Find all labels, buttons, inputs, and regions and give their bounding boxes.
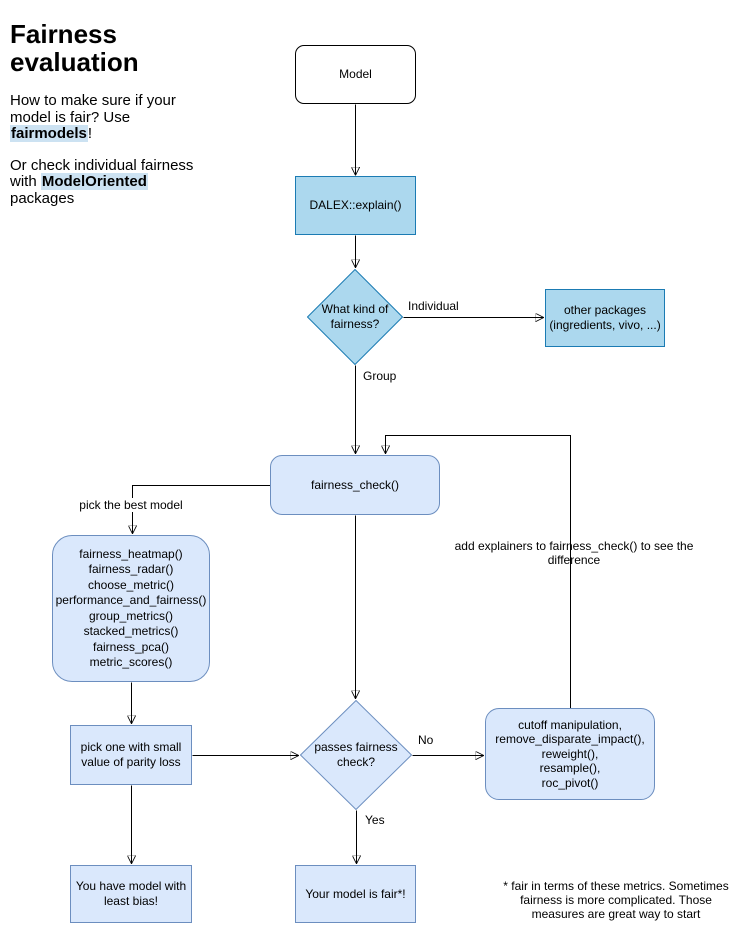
- diamond-shape: [300, 700, 412, 810]
- page-title: Fairness evaluation: [10, 19, 139, 77]
- node-model-is-fair: Your model is fair*!: [295, 865, 416, 923]
- node-dalex-explain: DALEX::explain(): [295, 176, 416, 235]
- diamond-label: passes fairness check?: [314, 740, 398, 769]
- node-passes-fairness-check: passes fairness check?: [300, 700, 412, 810]
- diamond-shape: [307, 269, 403, 365]
- edge-label-no: No: [417, 733, 435, 747]
- fairmodels-highlight: fairmodels: [10, 125, 88, 142]
- intro-block: Fairness evaluation How to make sure if …: [10, 20, 215, 222]
- edge-cutoff-feedback-to-fcheck: [386, 435, 571, 708]
- edge-label-individual: Individual: [407, 299, 460, 313]
- node-mitigation-techniques: cutoff manipulation, remove_disparate_im…: [485, 708, 655, 800]
- diamond-label: What kind of fairness?: [321, 302, 389, 331]
- edge-label-add-explainers: add explainers to fairness_check() to se…: [454, 539, 694, 567]
- edge-label-pick-best-model: pick the best model: [72, 498, 190, 512]
- edge-label-yes: Yes: [364, 813, 386, 827]
- modeloriented-highlight: ModelOriented: [40, 173, 148, 190]
- intro-paragraph-modeloriented: Or check individual fairness with ModelO…: [10, 156, 215, 208]
- edge-fcheck-to-functions: [133, 485, 270, 534]
- node-fairness-check: fairness_check(): [270, 455, 440, 515]
- node-what-kind-of-fairness: What kind of fairness?: [307, 269, 403, 365]
- intro-text: Or check individual fairness with: [10, 156, 194, 190]
- edge-label-group: Group: [362, 369, 398, 383]
- node-pick-one-parity-loss: pick one with small value of parity loss: [70, 725, 192, 785]
- intro-text: !: [87, 125, 93, 142]
- intro-paragraph-fairmodels: How to make sure if your model is fair? …: [10, 92, 215, 143]
- intro-text: How to make sure if your model is fair? …: [10, 92, 176, 126]
- node-metrics-functions: fairness_heatmap() fairness_radar() choo…: [52, 535, 210, 682]
- node-model: Model: [295, 45, 416, 104]
- node-least-bias: You have model with least bias!: [70, 865, 192, 923]
- footnote: * fair in terms of these metrics. Someti…: [503, 879, 729, 921]
- node-other-packages: other packages (ingredients, vivo, ...): [545, 289, 665, 347]
- intro-text: packages: [10, 189, 75, 207]
